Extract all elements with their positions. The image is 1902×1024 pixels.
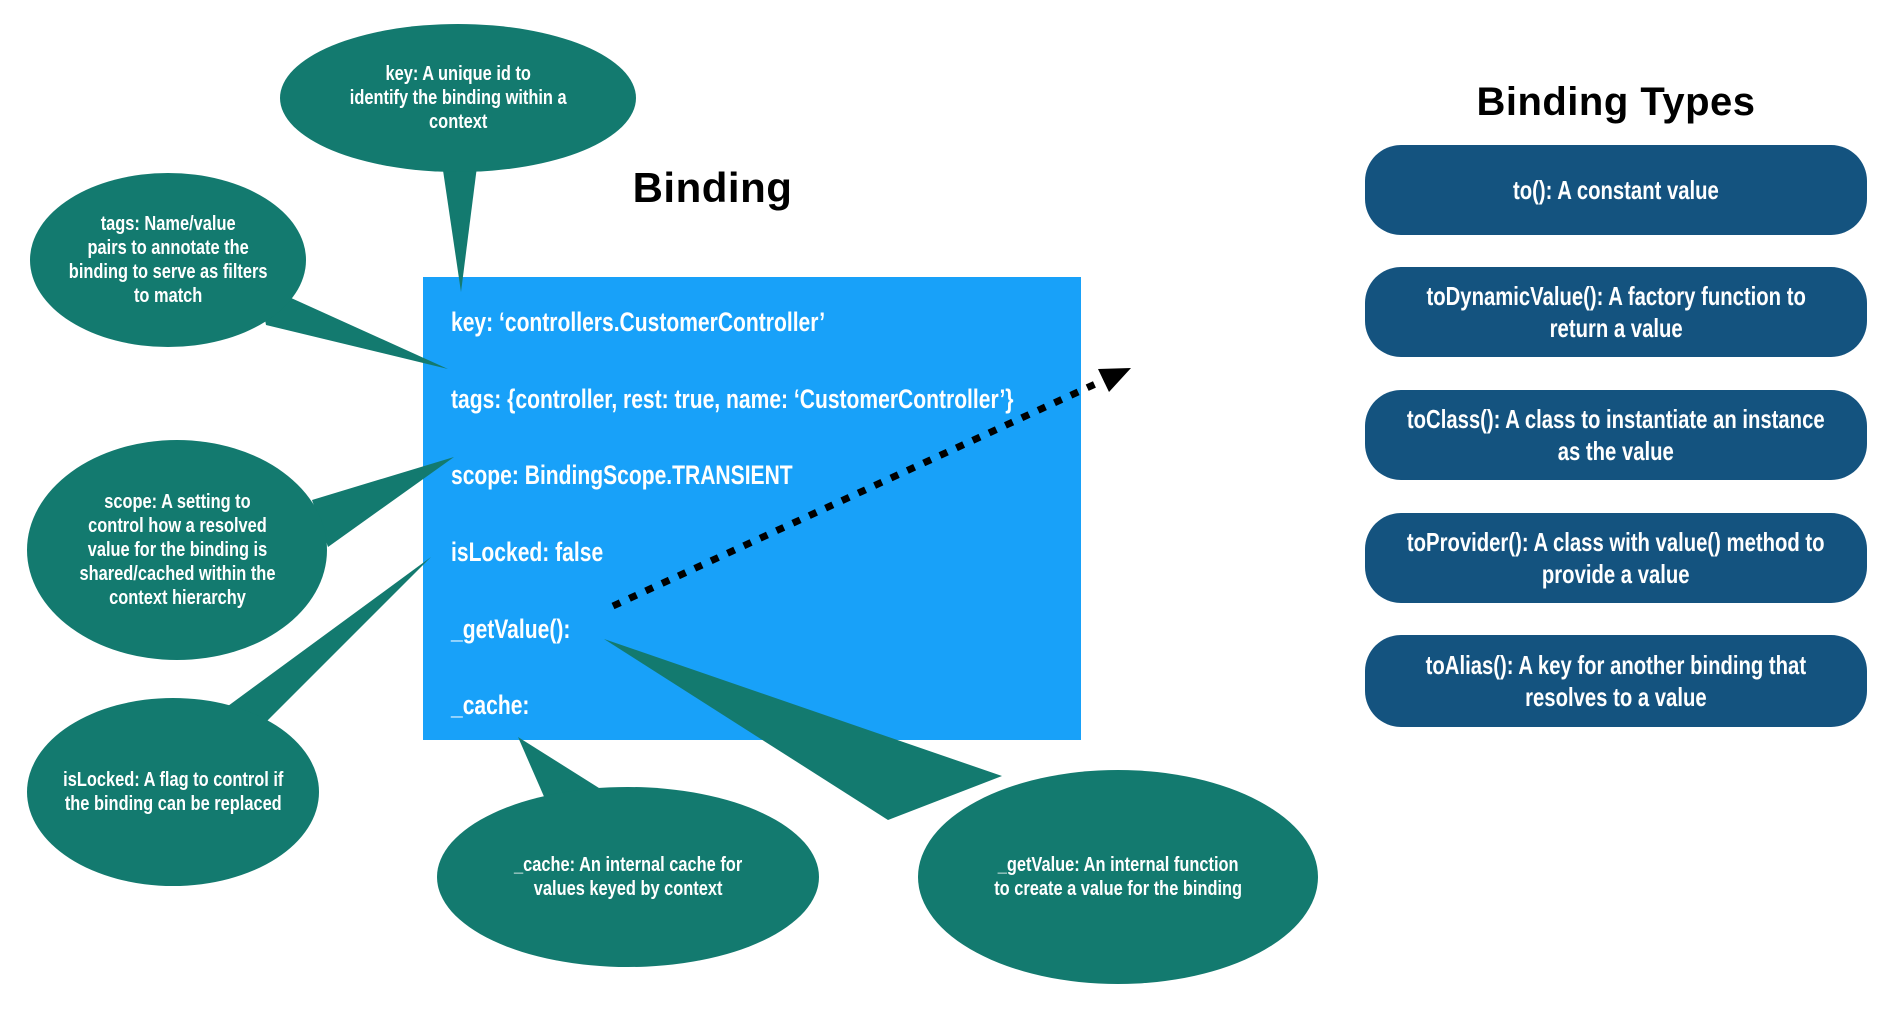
type-line: provide a value bbox=[1542, 559, 1690, 589]
type-box-todynamicvalue-text: toDynamicValue(): A factory function to … bbox=[1426, 280, 1805, 344]
type-box-toprovider: toProvider(): A class with value() metho… bbox=[1365, 513, 1867, 603]
key-callout: key: A unique id to identify the binding… bbox=[280, 24, 636, 172]
tags-callout-text: tags: Name/value pairs to annotate the b… bbox=[69, 212, 268, 308]
callout-line: to create a value for the binding bbox=[994, 878, 1242, 900]
binding-islocked-line: isLocked: false bbox=[451, 537, 604, 567]
callout-line: isLocked: A flag to control if bbox=[62, 769, 284, 791]
type-line: resolves to a value bbox=[1525, 682, 1707, 712]
callout-line: control how a resolved bbox=[87, 515, 267, 537]
type-box-todynamicvalue: toDynamicValue(): A factory function to … bbox=[1365, 267, 1867, 357]
callout-line: key: A unique id to bbox=[385, 63, 531, 85]
scope-callout: scope: A setting to control how a resolv… bbox=[27, 440, 327, 660]
callout-line: _cache: An internal cache for bbox=[513, 854, 743, 876]
getvalue-callout: _getValue: An internal function to creat… bbox=[918, 770, 1318, 984]
islocked-callout-text: isLocked: A flag to control if the bindi… bbox=[63, 768, 283, 816]
type-box-to-text: to(): A constant value bbox=[1513, 174, 1719, 206]
callout-line: context hierarchy bbox=[108, 587, 246, 609]
callout-line: scope: A setting to bbox=[103, 491, 251, 513]
type-line: to(): A constant value bbox=[1513, 175, 1719, 205]
binding-scope-line: scope: BindingScope.TRANSIENT bbox=[451, 460, 793, 490]
type-box-to: to(): A constant value bbox=[1365, 145, 1867, 235]
key-callout-text: key: A unique id to identify the binding… bbox=[350, 62, 567, 134]
callout-line: shared/cached within the bbox=[79, 563, 275, 585]
cache-callout-text: _cache: An internal cache for values key… bbox=[514, 853, 742, 901]
callout-line: tags: Name/value bbox=[100, 213, 236, 235]
binding-types-title: Binding Types bbox=[1476, 80, 1756, 124]
dotted-arrow-line bbox=[611, 376, 1106, 610]
key-callout-tail bbox=[440, 143, 480, 292]
callout-line: pairs to annotate the bbox=[87, 237, 249, 259]
islocked-callout-tail bbox=[228, 557, 431, 722]
type-line: toAlias(): A key for another binding tha… bbox=[1425, 650, 1807, 680]
callout-line: the binding can be replaced bbox=[64, 793, 282, 815]
type-box-toalias-text: toAlias(): A key for another binding tha… bbox=[1426, 649, 1806, 713]
callout-line: value for the binding is bbox=[87, 539, 267, 561]
callout-line: context bbox=[428, 111, 488, 133]
binding-title: Binding bbox=[632, 164, 793, 211]
type-line: toProvider(): A class with value() metho… bbox=[1407, 527, 1825, 557]
binding-getvalue-line: _getValue(): bbox=[451, 614, 571, 644]
binding-tags-line: tags: {controller, rest: true, name: ‘Cu… bbox=[451, 384, 1014, 414]
type-line: toDynamicValue(): A factory function to bbox=[1426, 281, 1806, 311]
callout-line: to match bbox=[133, 285, 203, 307]
tags-callout: tags: Name/value pairs to annotate the b… bbox=[30, 173, 306, 347]
getvalue-callout-tail bbox=[604, 639, 1002, 820]
scope-callout-text: scope: A setting to control how a resolv… bbox=[79, 490, 275, 610]
callout-line: identify the binding within a bbox=[349, 87, 567, 109]
dotted-arrow-head bbox=[1098, 368, 1131, 392]
binding-properties-box: key: ‘controllers.CustomerController’ ta… bbox=[423, 277, 1081, 740]
getvalue-callout-text: _getValue: An internal function to creat… bbox=[994, 853, 1242, 901]
type-box-toclass-text: toClass(): A class to instantiate an ins… bbox=[1407, 403, 1825, 467]
callout-line: _getValue: An internal function bbox=[997, 854, 1239, 876]
cache-callout: _cache: An internal cache for values key… bbox=[437, 787, 819, 967]
callout-line: binding to serve as filters bbox=[68, 261, 268, 283]
type-box-toclass: toClass(): A class to instantiate an ins… bbox=[1365, 390, 1867, 480]
type-line: return a value bbox=[1549, 313, 1683, 343]
type-box-toalias: toAlias(): A key for another binding tha… bbox=[1365, 635, 1867, 727]
binding-key-line: key: ‘controllers.CustomerController’ bbox=[451, 307, 826, 337]
binding-cache-line: _cache: bbox=[451, 690, 530, 720]
type-line: toClass(): A class to instantiate an ins… bbox=[1407, 404, 1825, 434]
islocked-callout: isLocked: A flag to control if the bindi… bbox=[27, 698, 319, 886]
type-line: as the value bbox=[1557, 436, 1675, 466]
scope-callout-tail bbox=[312, 457, 454, 547]
callout-line: values keyed by context bbox=[533, 878, 723, 900]
type-box-toprovider-text: toProvider(): A class with value() metho… bbox=[1407, 526, 1825, 590]
tags-callout-tail bbox=[258, 283, 448, 369]
